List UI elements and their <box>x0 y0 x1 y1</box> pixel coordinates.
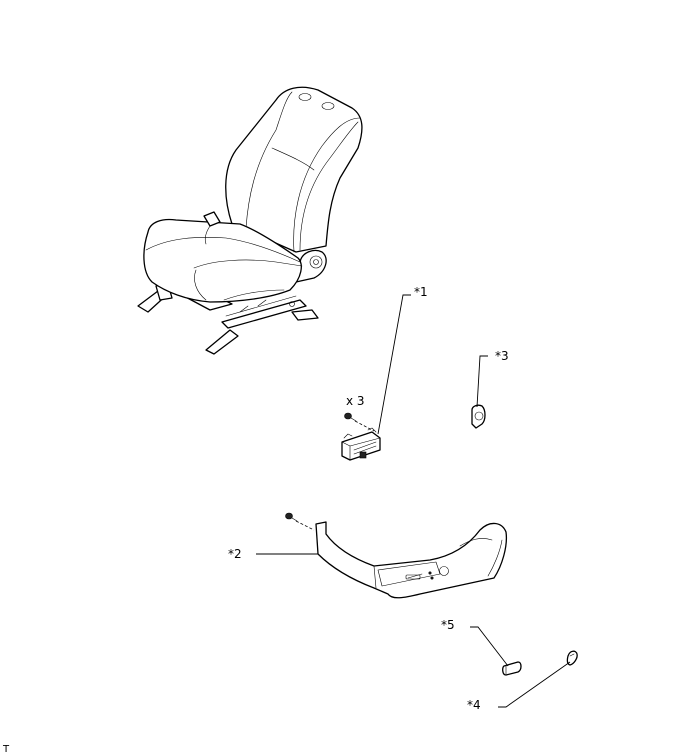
callout-3: *3 <box>495 349 509 363</box>
screw-icon <box>285 512 298 522</box>
cover-cap-icon <box>471 404 486 429</box>
callout-4: *4 <box>467 698 481 712</box>
knob-icon <box>502 661 522 676</box>
quantity-note: x 3 <box>346 394 365 408</box>
screw-icon <box>344 412 357 422</box>
callout-2: *2 <box>228 547 242 561</box>
seat-side-cover-icon <box>315 521 508 599</box>
knob-icon <box>566 650 578 666</box>
callout-5: *5 <box>441 618 455 632</box>
switch-assembly-icon <box>341 427 381 461</box>
corner-mark: T <box>2 744 10 755</box>
callout-1: *1 <box>414 285 428 299</box>
seat-assembly-icon <box>137 86 363 355</box>
